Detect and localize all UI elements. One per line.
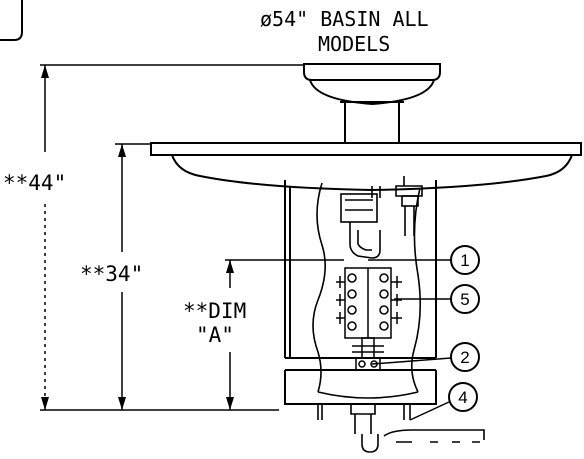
drain-pipe [317,404,485,453]
callout-balloons [448,245,480,412]
upper-plumbing [340,176,423,259]
valve-manifold [336,267,402,371]
dimension-arrows [41,65,234,410]
dim-34-label: **34" [80,262,143,286]
dim-a-label-line1: **DIM [183,299,246,323]
basin-title-line2: MODELS [318,32,390,56]
title-block-corner [0,0,23,41]
callout-4: 4 [458,388,467,407]
basin-title-line1: ø54" BASIN ALL [260,7,429,31]
sprayhead [303,63,441,143]
callout-1: 1 [460,251,469,270]
dim-a-label-line2: "A" [196,323,234,347]
dim-44-label: **44" [3,171,66,195]
callout-2: 2 [460,348,469,367]
dimension-lines [40,64,344,411]
callout-leaders [368,259,452,421]
cutaway-outline [312,182,422,399]
callout-5: 5 [460,290,469,309]
basin-bowl [150,142,582,192]
